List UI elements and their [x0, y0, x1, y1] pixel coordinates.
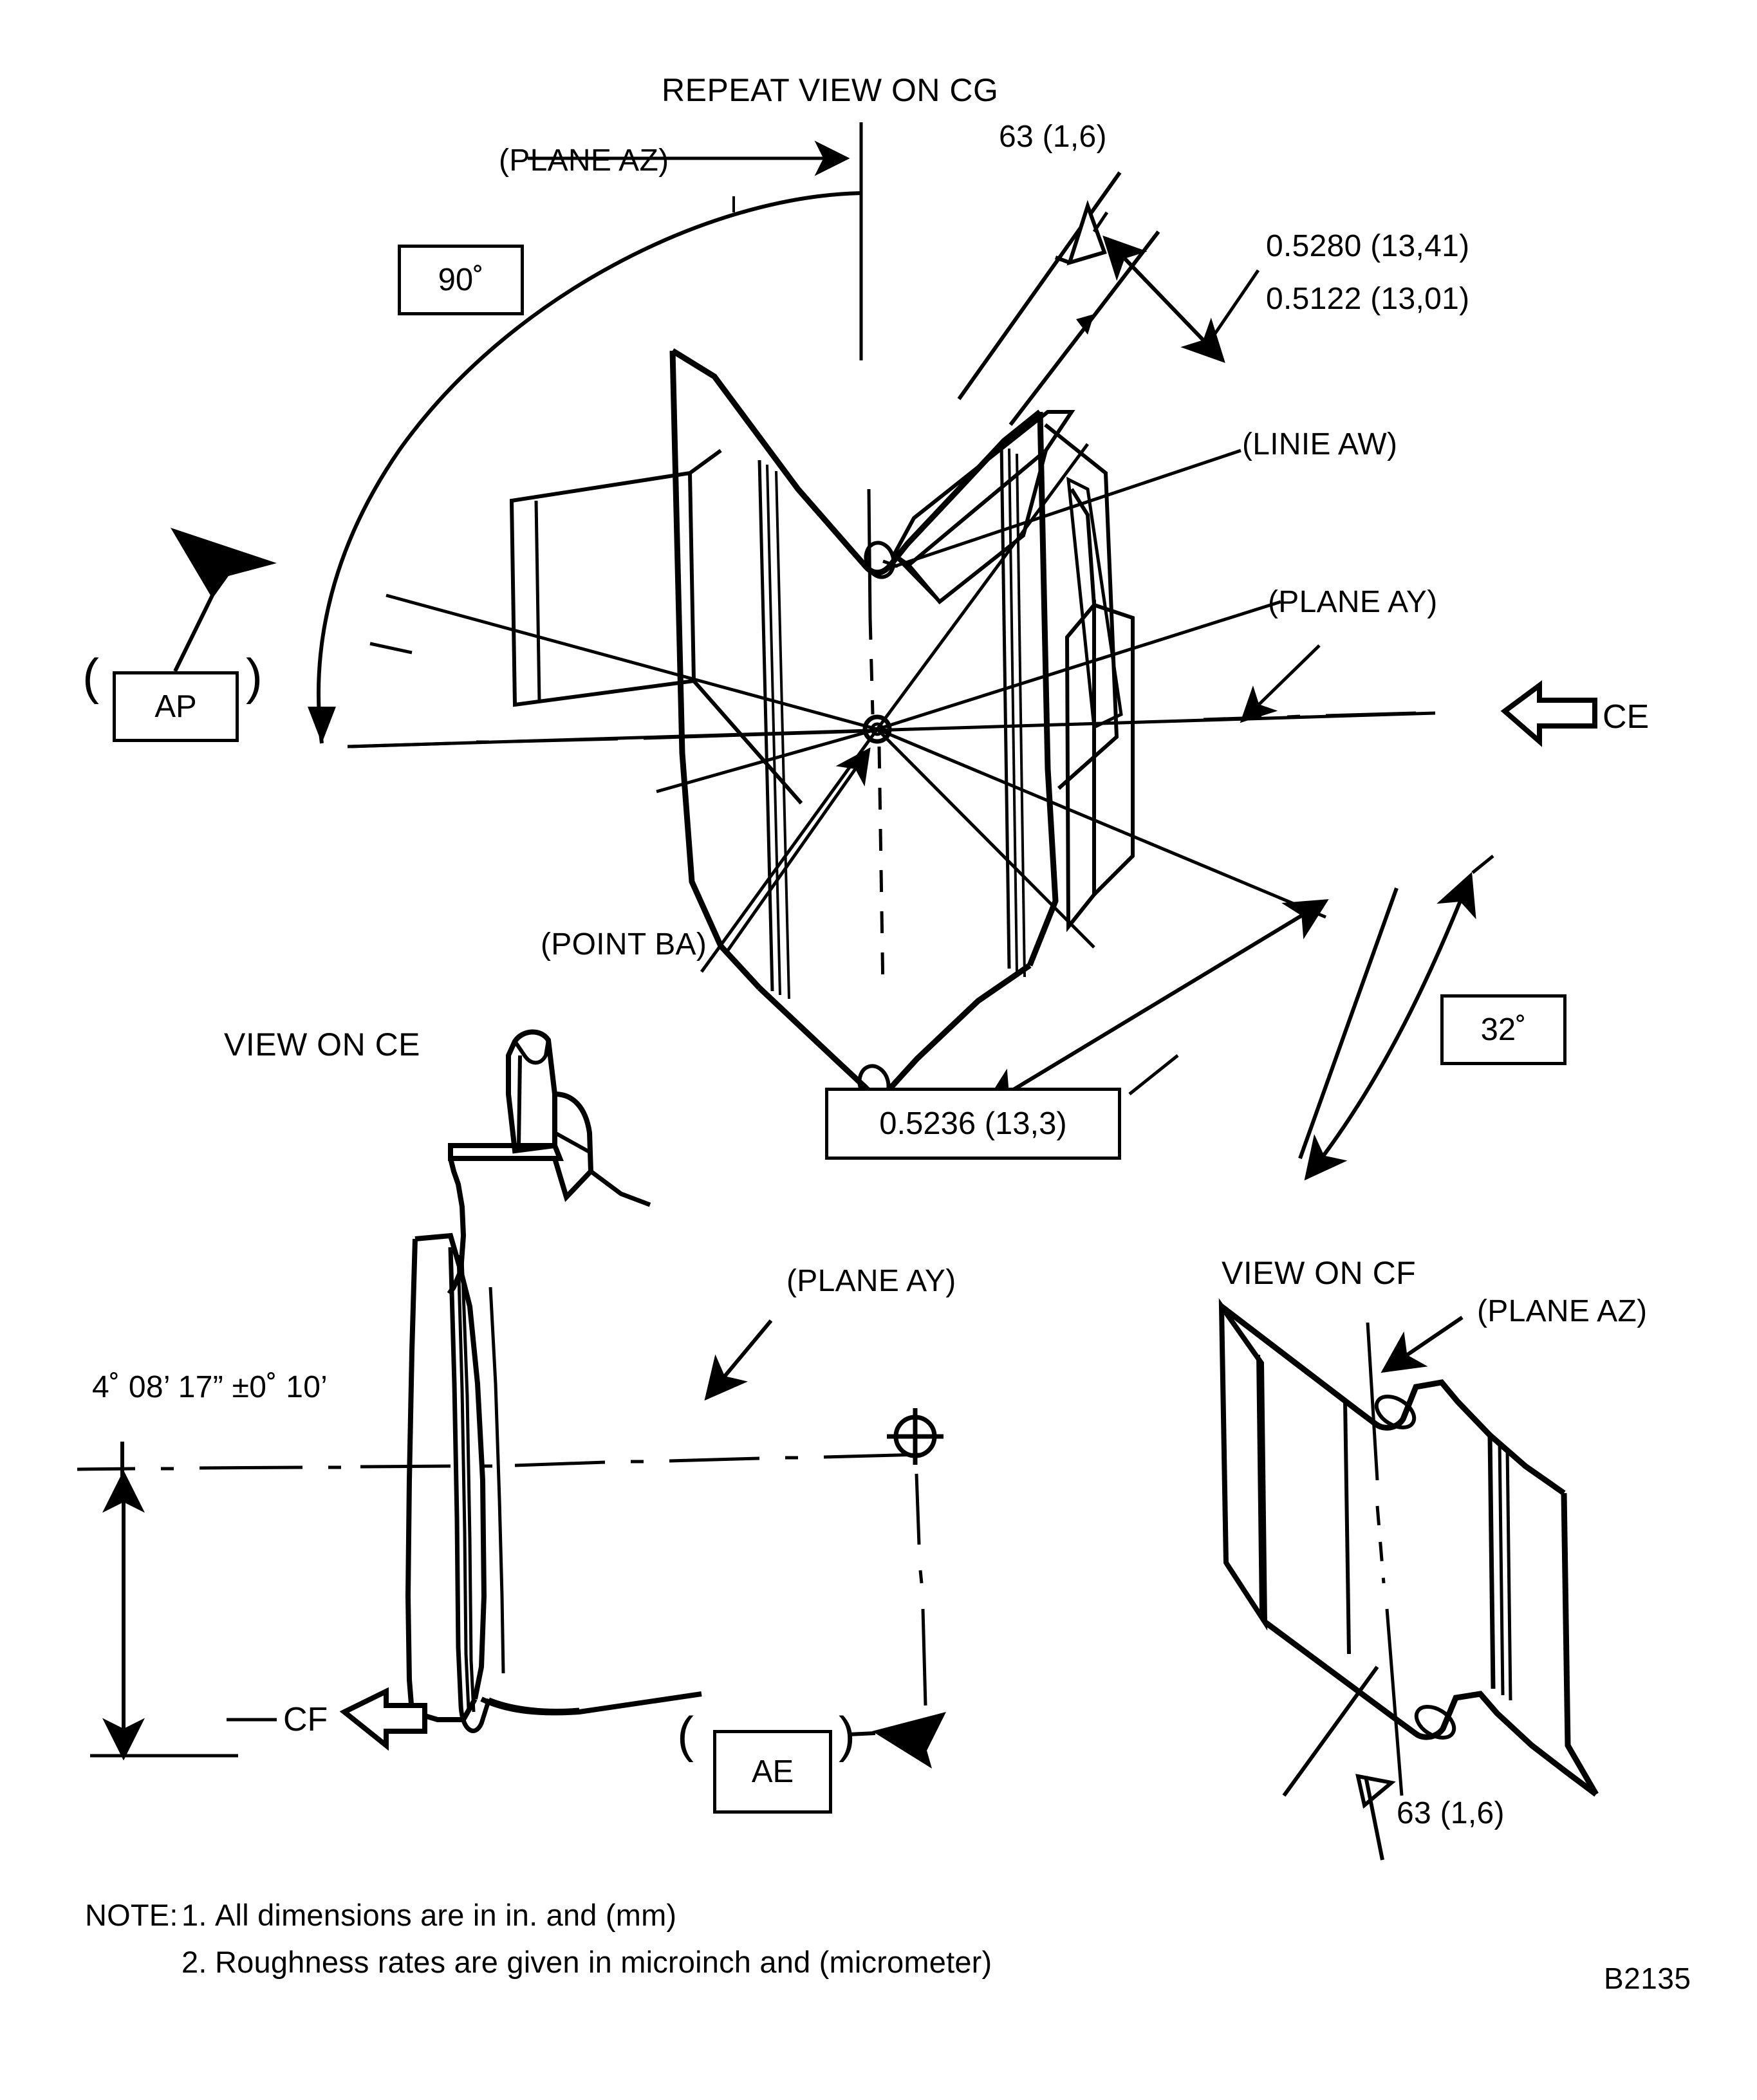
angle-box-32-value: 32˚	[1480, 1012, 1527, 1047]
dimension-boxed-value: 0.5236 (13,3)	[879, 1106, 1067, 1141]
note-number-2: 2.	[181, 1945, 207, 1979]
plane-ay-label-main: (PLANE AY)	[1268, 585, 1438, 619]
view-arrow-ce-label: CE	[1603, 698, 1650, 736]
ae-paren-open: (	[677, 1706, 694, 1763]
note-number-1: 1.	[181, 1898, 207, 1932]
main-view-title: REPEAT VIEW ON CG	[662, 72, 999, 108]
angle-box-32: 32˚	[1440, 994, 1566, 1065]
surface-finish-label-view-cf: 63 (1,6)	[1397, 1796, 1505, 1830]
point-ba-label: (POINT BA)	[541, 927, 707, 962]
note-row-2: 2. Roughness rates are given in microinc…	[85, 1944, 1340, 1980]
angle-tolerance-label: 4˚ 08’ 17” ±0˚ 10’	[92, 1370, 328, 1404]
notes-heading: NOTE:	[85, 1898, 178, 1932]
view-cf-title: VIEW ON CF	[1222, 1255, 1417, 1291]
linie-aw-label: (LINIE AW)	[1242, 427, 1398, 461]
ap-paren-open: (	[82, 648, 99, 705]
note-text-2: Roughness rates are given in microinch a…	[215, 1945, 992, 1979]
angle-box-90: 90˚	[398, 245, 524, 315]
view-arrow-ap-box: AP	[113, 671, 239, 742]
view-arrow-ae-box: AE	[713, 1730, 832, 1814]
drawing-reference-number: B2135	[1604, 1962, 1691, 1995]
view-ce-title: VIEW ON CE	[224, 1027, 421, 1063]
plane-az-label-main: (PLANE AZ)	[499, 144, 669, 178]
plane-ay-label-view-ce: (PLANE AY)	[786, 1264, 956, 1298]
note-text-1: All dimensions are in in. and (mm)	[215, 1898, 677, 1932]
ae-paren-close: )	[839, 1706, 855, 1763]
view-arrow-ae-label: AE	[751, 1754, 794, 1789]
dimension-boxed-frame: 0.5236 (13,3)	[825, 1088, 1121, 1160]
angle-box-90-value: 90˚	[438, 263, 484, 297]
view-arrow-ap-label: AP	[154, 689, 197, 724]
plane-az-label-view-cf: (PLANE AZ)	[1477, 1294, 1648, 1328]
dimension-upper-min: 0.5122 (13,01)	[1266, 282, 1470, 316]
dimension-upper-max: 0.5280 (13,41)	[1266, 229, 1470, 263]
note-row-1: NOTE: 1. All dimensions are in in. and (…	[85, 1897, 1340, 1933]
ap-paren-close: )	[246, 648, 263, 705]
notes-block: NOTE: 1. All dimensions are in in. and (…	[85, 1897, 1340, 1980]
view-arrow-cf-label: CF	[283, 1701, 328, 1738]
surface-finish-label-top: 63 (1,6)	[999, 120, 1107, 154]
